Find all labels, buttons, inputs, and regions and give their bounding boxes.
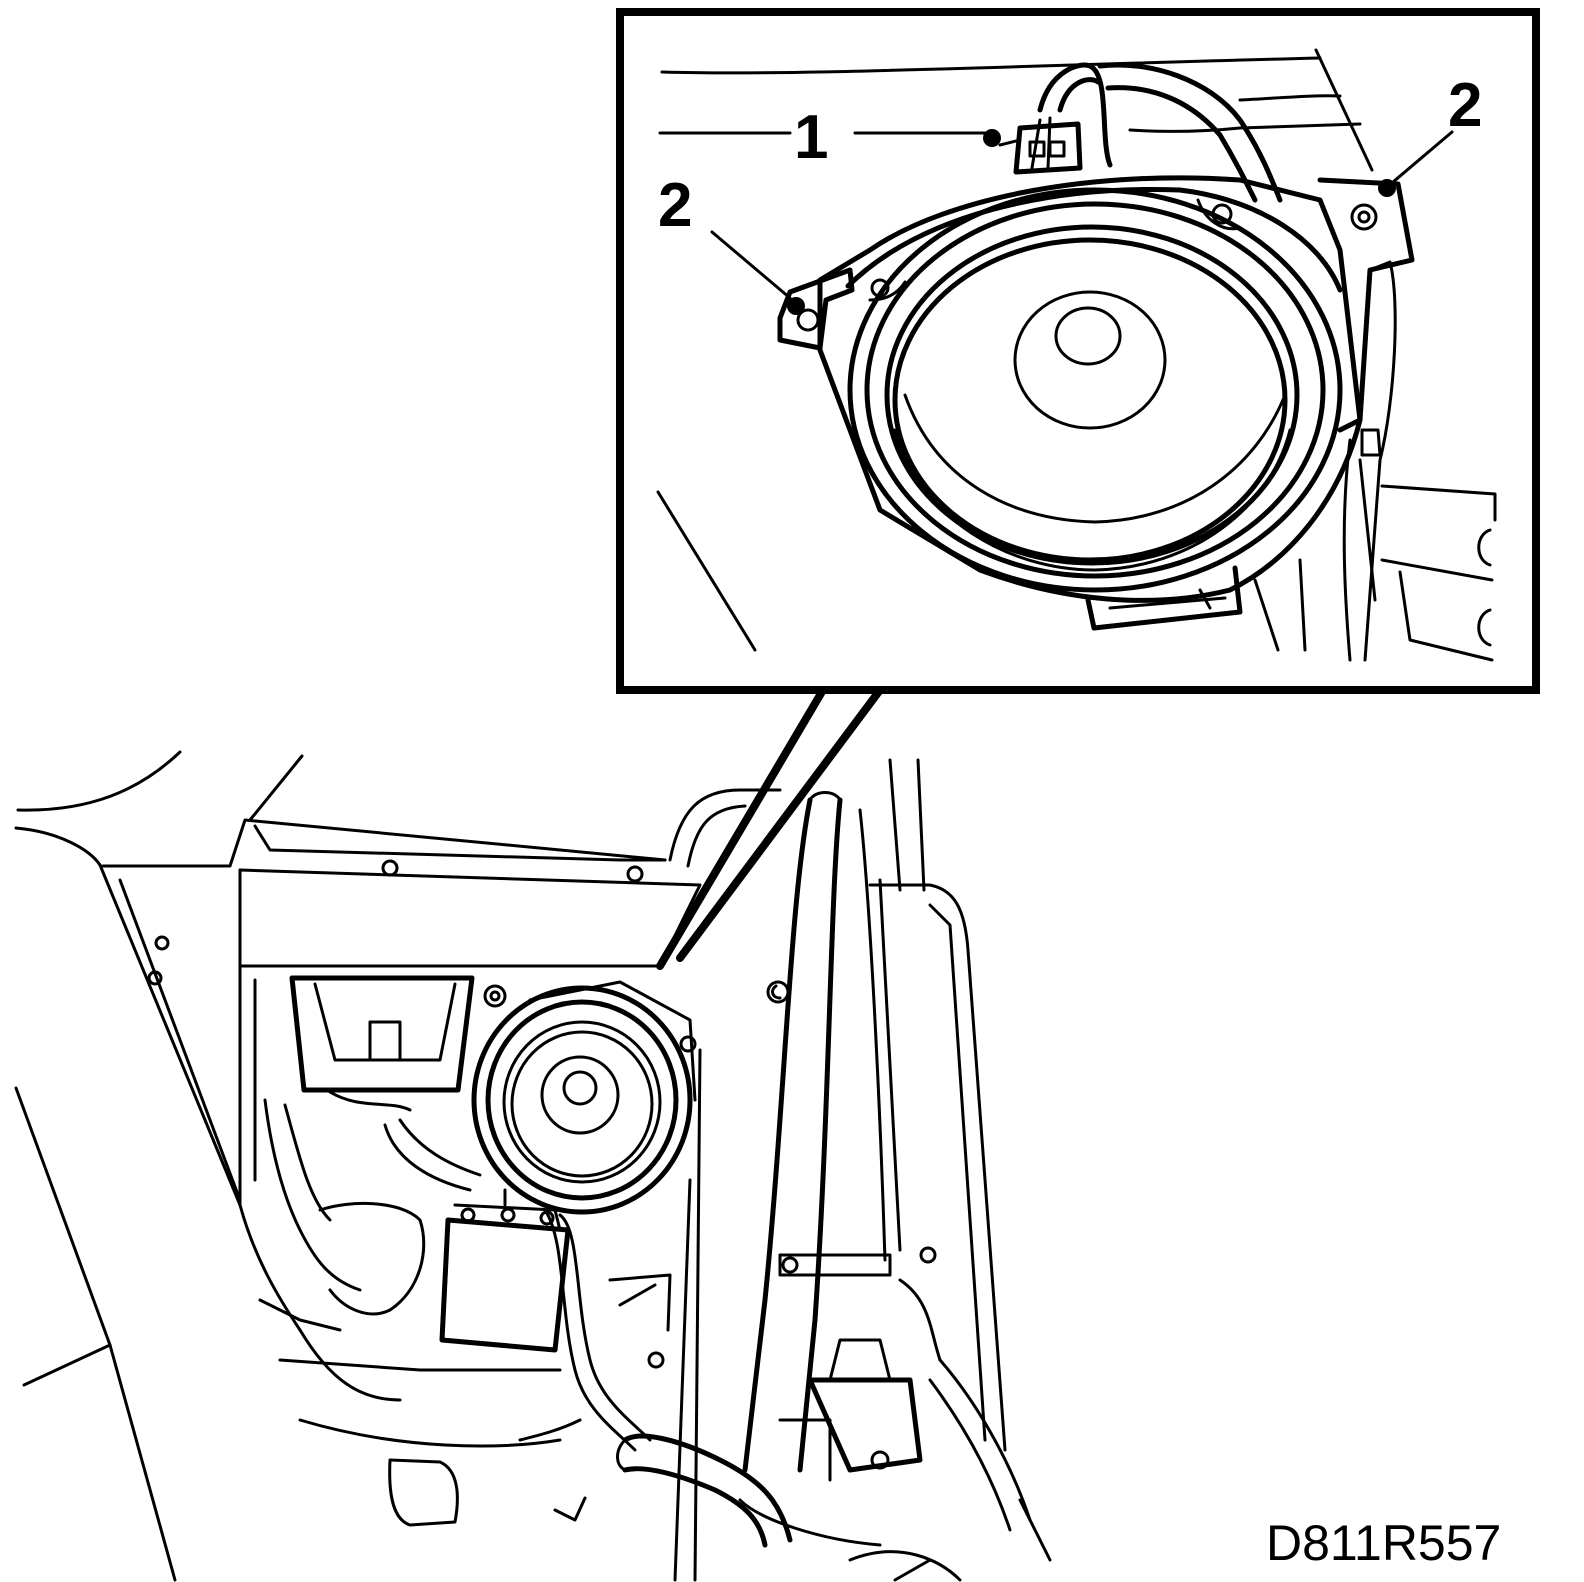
callout-1-connector: 1 — [794, 103, 828, 172]
door-speaker — [471, 980, 697, 1215]
screw-right — [1317, 177, 1415, 662]
detail-leader — [656, 686, 884, 970]
detail-inset: 1 2 2 — [616, 8, 1540, 694]
figure-code: D811R557 — [1266, 1515, 1501, 1571]
door-panel-view — [14, 750, 1052, 1582]
screw-left — [777, 267, 855, 351]
callout-2-screw-right: 2 — [1448, 71, 1482, 140]
speaker-connector — [983, 121, 1083, 175]
callout-2-screw-left: 2 — [658, 171, 692, 240]
inset-speaker — [817, 175, 1363, 631]
